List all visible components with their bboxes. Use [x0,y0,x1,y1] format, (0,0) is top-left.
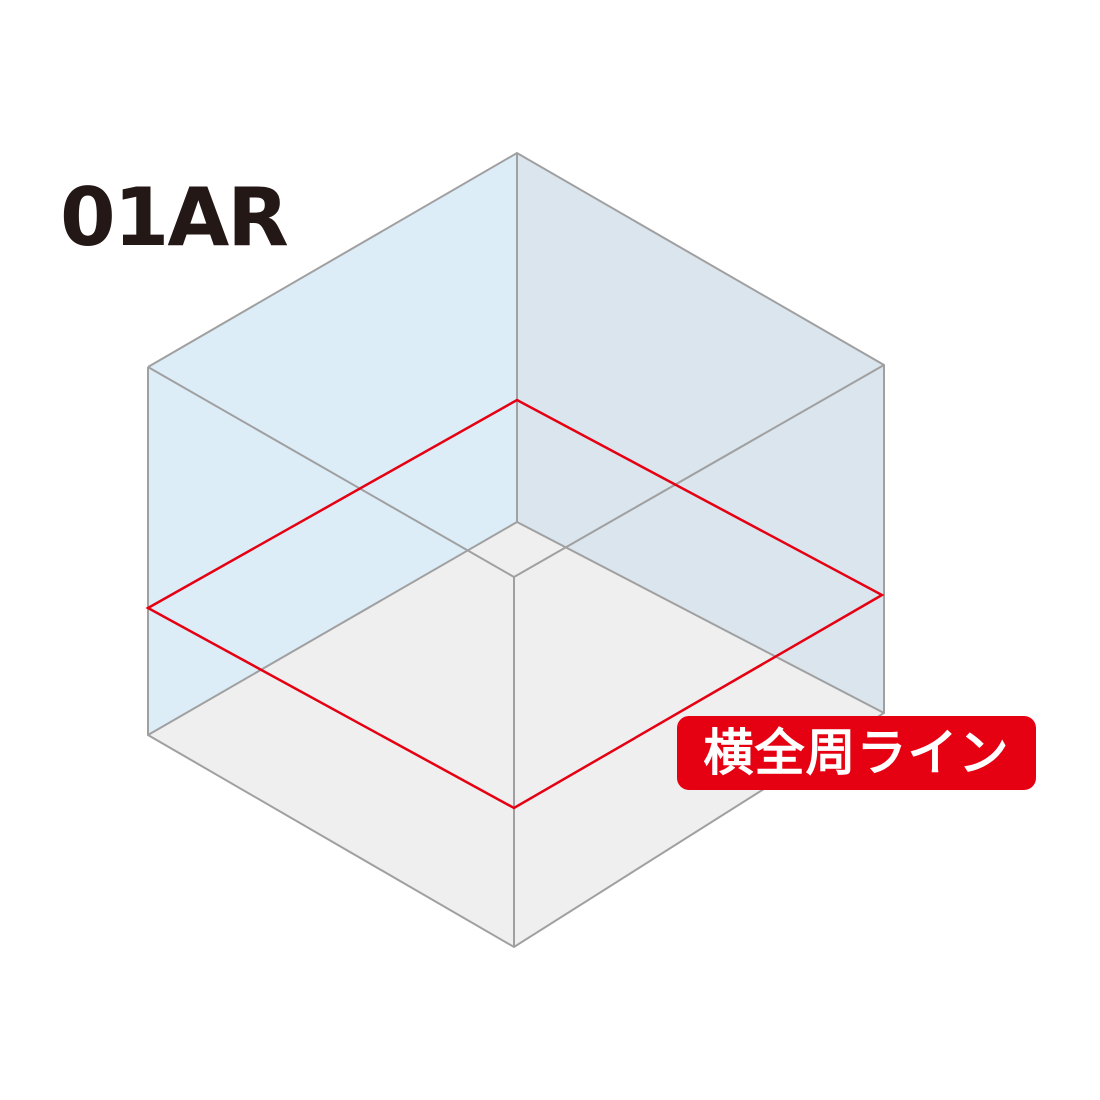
back-right-wall [517,153,884,713]
model-label: 01AR [60,171,289,264]
back-left-wall [148,153,517,735]
inner-right-top-edge [513,364,885,578]
horizontal-laser-line [145,398,885,810]
horizontal-line-badge: 横全周ライン [677,716,1036,790]
cube-edges [147,151,885,949]
horizontal-line-badge-label: 横全周ライン [703,724,1010,782]
floor-right-edge [516,521,885,714]
inner-left-top-edge [147,366,515,578]
floor-left-edge [147,521,518,736]
